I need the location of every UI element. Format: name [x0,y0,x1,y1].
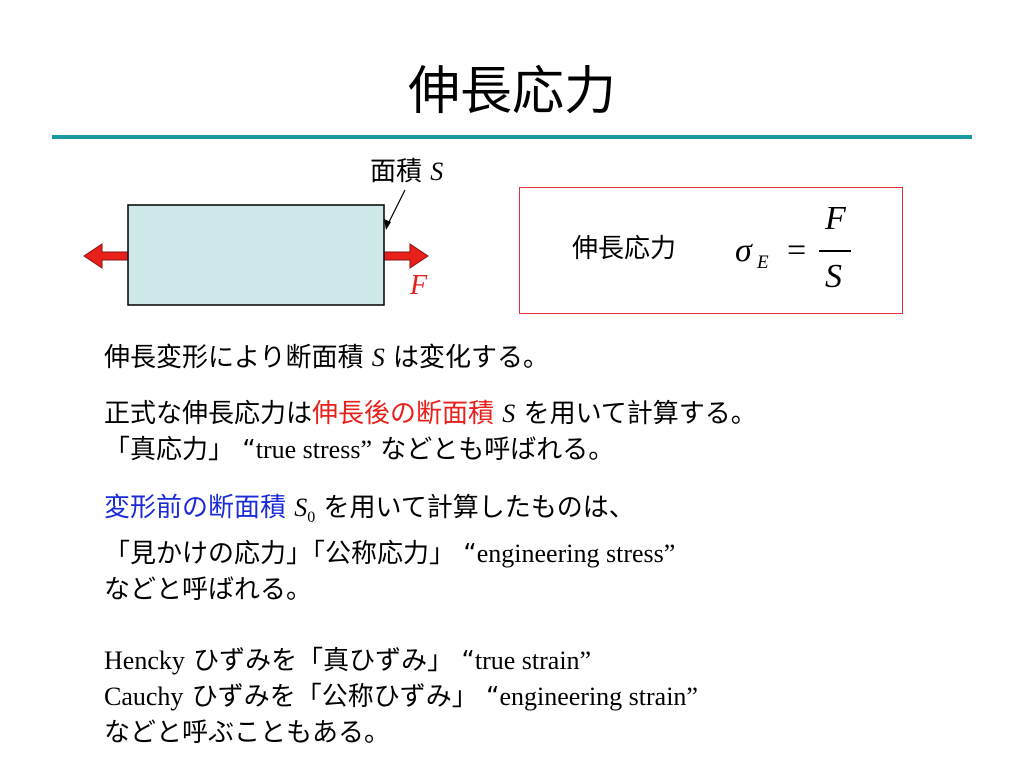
p2-text-b: を用いて計算する。 [523,399,757,429]
paragraph-4: Hencky ひずみを「真ひずみ」 “true strain” Cauchy ひ… [104,643,698,751]
p2-symbol: S [502,399,516,428]
p2-text-e: などとも呼ばれる。 [380,435,615,465]
p4-true-strain: true strain” [474,646,592,675]
p3-subscript: 0 [307,509,316,527]
p2-line-2: 「真応力」 “true stress” などとも呼ばれる。 [104,432,757,468]
p1-text-a: 伸長変形により断面積 [104,343,364,373]
area-text: 面積 [370,157,423,187]
paragraph-1: 伸長変形により断面積 S は変化する。 [104,340,549,376]
formula-label: 伸長応力 [572,234,677,264]
tension-diagram [83,189,429,306]
p4-line-1: Hencky ひずみを「真ひずみ」 “true strain” [104,643,698,679]
page-title: 伸長応力 [407,62,616,122]
p2-line-1: 正式な伸長応力は伸長後の断面積 S を用いて計算する。 [104,396,757,432]
cross-section-area-label: 面積 S [370,155,443,189]
p4-text-g: などと呼ぶこともある。 [104,718,391,748]
formula-box: 伸長応力 σ E = F S [519,187,903,314]
p3-line-2: 「見かけの応力」「公称応力」 “engineering stress” [104,536,675,572]
p3-highlight-blue: 変形前の断面積 [104,493,287,523]
p1-symbol: S [371,343,385,372]
area-symbol: S [430,157,444,186]
paragraph-3: 変形前の断面積 S0 を用いて計算したものは、 「見かけの応力」「公称応力」 “… [104,490,675,608]
sigma-subscript: E [757,252,769,273]
right-force-arrow [383,243,429,269]
fraction-denominator: S [825,258,842,295]
force-symbol: F [410,270,428,301]
area-leader-arrowhead [384,219,391,230]
p2-text-a: 正式な伸長応力は [104,399,313,429]
fraction-bar [819,250,851,252]
p2-english: true stress” [255,435,372,464]
p4-line-2: Cauchy ひずみを「公称ひずみ」 “engineering strain” [104,679,698,715]
left-force-arrow [83,243,129,269]
p3-line-1: 変形前の断面積 S0 を用いて計算したものは、 [104,490,675,536]
p3-text-d: などと呼ばれる。 [104,575,313,606]
p4-cauchy: Cauchy [104,682,184,711]
paragraph-2: 正式な伸長応力は伸長後の断面積 S を用いて計算する。 「真応力」 “true … [104,396,757,468]
p2-text-c: 「真応力」 “ [104,435,256,465]
p3-symbol: S [294,493,308,522]
p3-text-a: を用いて計算したものは、 [323,493,635,523]
p4-line-3: などと呼ぶこともある。 [104,715,698,751]
p4-text-e: ひずみを「公称ひずみ」 “ [191,682,500,712]
stress-formula: σ E = F S [735,200,895,304]
p3-line-3: などと呼ばれる。 [104,572,675,608]
p3-english: engineering stress” [476,539,676,569]
p1-text-b: は変化する。 [393,343,550,373]
title-divider [52,135,972,139]
p2-highlight-red: 伸長後の断面積 [312,399,495,429]
p4-hencky: Hencky [104,646,185,675]
fraction-numerator: F [825,200,846,237]
p4-text-b: ひずみを「真ひずみ」 “ [193,646,475,676]
p4-engineering-strain: engineering strain” [499,682,698,711]
specimen-block [127,204,385,306]
p3-text-b: 「見かけの応力」「公称応力」 “ [104,539,477,570]
sigma-symbol: σ [735,232,752,269]
equals-sign: = [787,232,807,269]
